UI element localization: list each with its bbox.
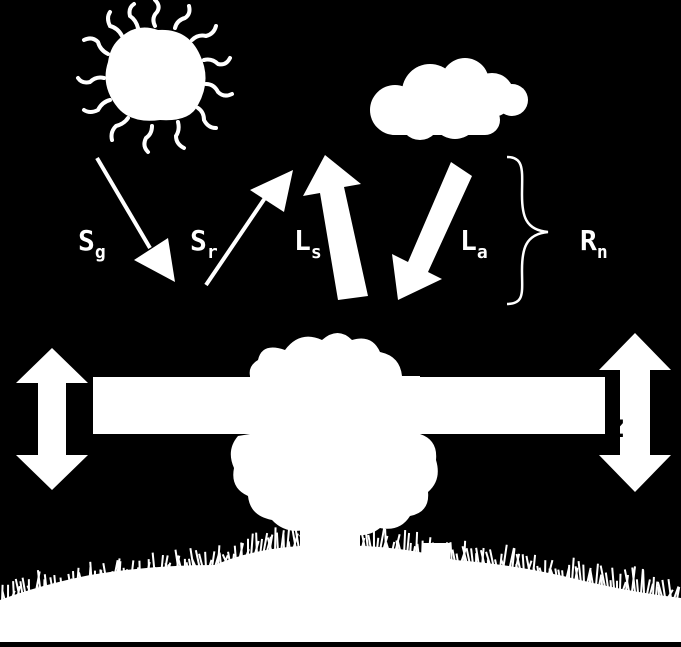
grass-blade [44,579,45,595]
sr-arrow [206,170,293,285]
grass-blade [562,570,563,580]
grass-blade [404,530,405,555]
grass-blade [220,553,221,566]
label-la: La [460,224,488,263]
grass-blade [275,527,276,553]
grass-blade [523,554,524,573]
grass-blade [139,561,140,580]
grass-blade [233,554,234,563]
grass-blade [656,582,657,596]
grass-blade [612,568,614,589]
grass-blade [124,568,125,582]
grass-blade [85,579,86,588]
grass-blade [187,562,188,571]
grass-blade [643,570,644,594]
sun-icon [78,0,232,152]
grass-blade [256,533,257,557]
rn-brace [507,157,548,304]
cloud-icon [370,58,528,140]
horizontal-bar [93,377,605,434]
label-sr: Sr [190,224,218,263]
grass-blade [572,558,574,582]
label-sg: Sg [78,224,106,263]
ls-arrow [303,155,368,300]
grass-blade [410,543,411,556]
grass-blade [289,541,290,550]
grass-blade [377,538,378,550]
label-z: z [606,407,625,445]
grass-blade [385,529,386,551]
grass-blade [606,573,608,588]
grass-blade [637,579,638,592]
grass-blade [136,572,137,580]
grass-blade [73,571,74,590]
grass-blade [277,533,278,553]
grass-blade [283,534,284,551]
grass-blade [662,580,665,597]
grass-blade [37,586,38,596]
grass-blade [328,533,329,547]
grass-blade [596,564,598,586]
label-ls: Ls [294,224,322,263]
label-rn: Rn [580,224,608,263]
grass-blade [127,569,128,581]
grass-blade [332,523,333,547]
left-double-arrow [16,348,88,490]
ground-icon [0,545,681,642]
grass-blade [235,546,236,562]
grass-blade [100,569,101,585]
grass-blade [433,543,434,562]
sg-arrow [97,158,175,282]
grass-blade [424,549,425,559]
grass-blade [205,552,206,569]
grass-blade [583,565,584,584]
tree-icon [231,333,438,552]
grass-blade [13,581,14,600]
grass-blade [647,579,650,594]
grass-blade [653,577,654,595]
grass-blade [422,541,423,559]
grass-blade [241,543,242,561]
grass-blade [310,539,311,548]
